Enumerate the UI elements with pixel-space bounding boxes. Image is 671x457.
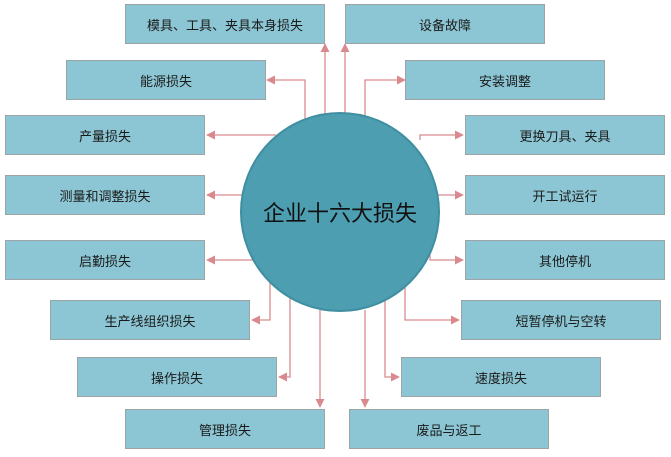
loss-box-tooling: 模具、工具、夹具本身损失 — [125, 4, 325, 44]
center-topic: 企业十六大损失 — [240, 112, 440, 312]
loss-box-startup: 启勤损失 — [5, 240, 205, 280]
loss-box-tool-change: 更换刀具、夹具 — [465, 115, 665, 155]
connector-right-7 — [384, 300, 400, 382]
loss-box-energy: 能源损失 — [66, 60, 266, 100]
connector-left-7 — [278, 290, 291, 382]
loss-box-output: 产量损失 — [5, 115, 205, 155]
connector-right-2 — [364, 75, 406, 120]
loss-box-other-stops: 其他停机 — [465, 240, 665, 280]
loss-box-operation: 操作损失 — [77, 357, 277, 397]
loss-box-scrap-rework: 废品与返工 — [349, 409, 549, 449]
connector-right-3 — [419, 130, 464, 140]
loss-box-measurement: 测量和调整损失 — [5, 175, 205, 215]
loss-box-trial-run: 开工试运行 — [465, 175, 665, 215]
loss-box-line-organization: 生产线组织损失 — [50, 300, 250, 340]
loss-box-speed: 速度损失 — [401, 357, 601, 397]
connector-left-6 — [251, 270, 271, 325]
loss-box-management: 管理损失 — [125, 409, 325, 449]
loss-box-equipment-failure: 设备故障 — [345, 4, 545, 44]
connector-right-6 — [404, 285, 460, 325]
loss-box-minor-stops: 短暂停机与空转 — [461, 300, 661, 340]
connector-right-5 — [429, 255, 464, 265]
loss-box-setup: 安装调整 — [405, 60, 605, 100]
